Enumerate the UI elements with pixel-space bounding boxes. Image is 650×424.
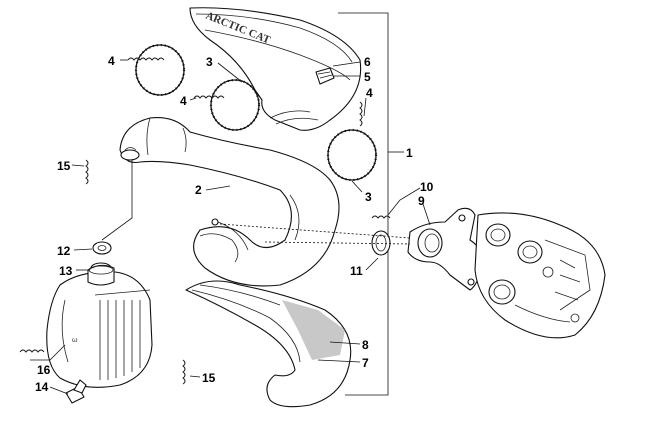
engine-block bbox=[474, 212, 606, 339]
spring-15a bbox=[85, 159, 89, 185]
callout-1: 1 bbox=[406, 146, 413, 160]
callout-3b: 3 bbox=[365, 190, 372, 204]
callout-8: 8 bbox=[362, 338, 369, 352]
spring-3 bbox=[359, 101, 363, 127]
callout-labels: 1 2 3 3 4 4 4 5 6 7 8 9 10 11 12 13 14 1… bbox=[35, 54, 434, 394]
spring-10 bbox=[371, 215, 391, 219]
callout-15b: 15 bbox=[202, 371, 216, 385]
spring-1 bbox=[127, 57, 165, 61]
exhaust-manifold bbox=[407, 207, 484, 291]
callout-9: 9 bbox=[418, 194, 425, 208]
heat-shield-top: ARCTIC CAT bbox=[189, 7, 362, 131]
heat-shield-lower bbox=[185, 280, 352, 408]
svg-text:ω: ω bbox=[72, 337, 78, 344]
callout-13: 13 bbox=[59, 264, 73, 278]
assembly-bracket bbox=[338, 12, 396, 396]
clamp-ring-1 bbox=[134, 43, 186, 97]
decal-logo bbox=[315, 67, 335, 85]
callout-6: 6 bbox=[364, 55, 371, 69]
callout-15a: 15 bbox=[57, 159, 71, 173]
spring-2 bbox=[193, 95, 225, 99]
callout-5: 5 bbox=[364, 70, 371, 84]
callout-7: 7 bbox=[362, 356, 369, 370]
callout-4b: 4 bbox=[180, 94, 187, 108]
callout-14: 14 bbox=[35, 380, 49, 394]
muffler: ω bbox=[46, 264, 153, 388]
drain-plug bbox=[65, 379, 87, 404]
callout-4a: 4 bbox=[108, 54, 115, 68]
exhaust-pipe bbox=[119, 117, 340, 287]
clamp-ring-2 bbox=[209, 78, 261, 132]
callout-16: 16 bbox=[37, 363, 51, 377]
callout-3a: 3 bbox=[206, 55, 213, 69]
callout-11: 11 bbox=[350, 264, 363, 278]
spring-16 bbox=[19, 349, 45, 353]
callout-4c: 4 bbox=[366, 86, 373, 100]
spring-15b bbox=[182, 359, 186, 385]
grommet-12 bbox=[92, 241, 112, 255]
callout-2: 2 bbox=[195, 183, 202, 197]
callout-10: 10 bbox=[420, 180, 434, 194]
clamp-ring-3 bbox=[326, 128, 378, 182]
gasket-ring bbox=[371, 230, 391, 256]
callout-12: 12 bbox=[57, 244, 71, 258]
leader-lines bbox=[30, 59, 431, 395]
